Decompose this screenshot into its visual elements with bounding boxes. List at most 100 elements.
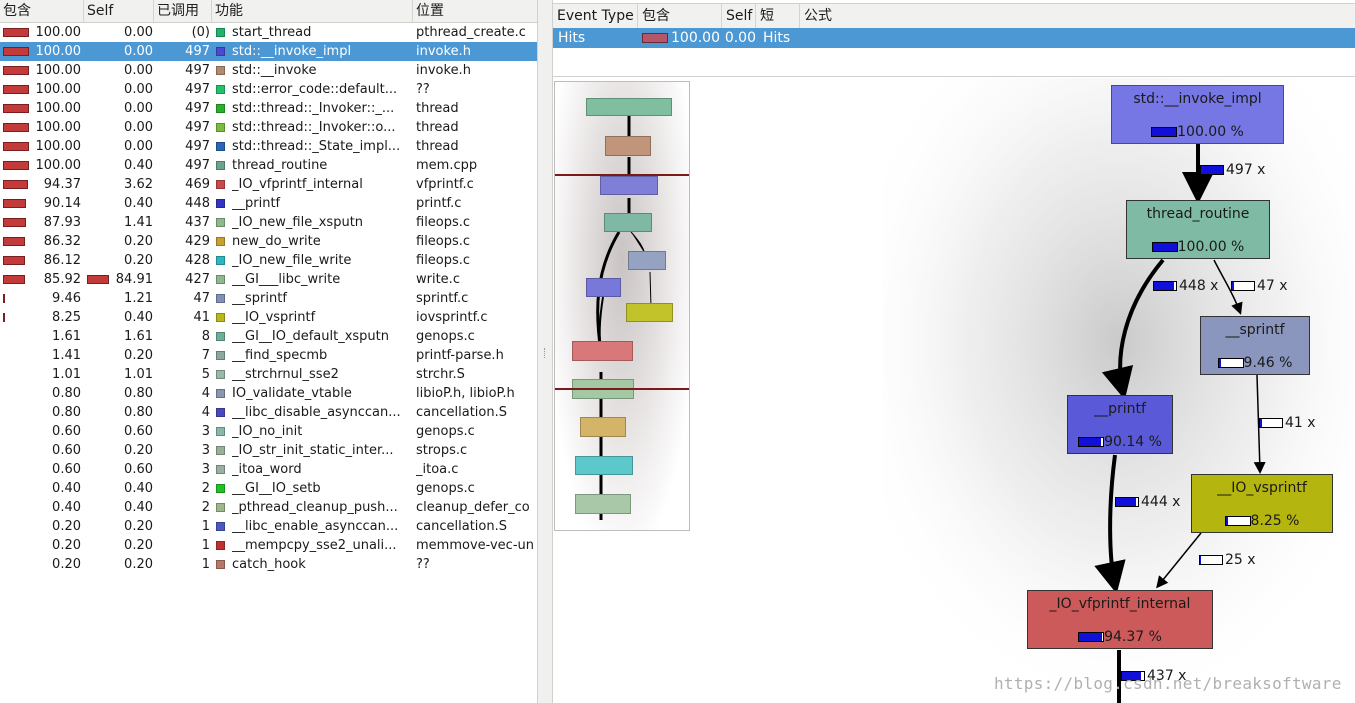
- edge-routine-to-printf: [1101, 258, 1165, 400]
- call-bar: [1259, 418, 1283, 428]
- function-color-swatch: [216, 522, 225, 531]
- inclusive-bar: [3, 256, 25, 265]
- function-location: cancellation.S: [416, 519, 507, 534]
- call-count: 2: [201, 481, 210, 496]
- col-self-header[interactable]: Self: [84, 0, 154, 22]
- node-thread-routine[interactable]: thread_routine 100.00 %: [1126, 200, 1270, 259]
- self-cost: 0.40: [124, 196, 153, 211]
- inclusive-cost: 1.01: [52, 367, 81, 382]
- edge-label-448[interactable]: 448 x: [1153, 279, 1218, 293]
- event-type: Hits: [558, 30, 586, 46]
- node-invoke-impl[interactable]: std::__invoke_impl 100.00 %: [1111, 85, 1284, 144]
- event-row-hits[interactable]: Hits 100.00 0.00 Hits: [553, 28, 1355, 48]
- event-type-header: Event Type 包含 Self 短 公式: [553, 3, 1355, 29]
- call-count: 497: [185, 139, 210, 154]
- function-color-swatch: [216, 503, 225, 512]
- node-cost: 100.00 %: [1112, 124, 1283, 140]
- function-location: invoke.h: [416, 63, 471, 78]
- edge-label-25[interactable]: 25 x: [1199, 553, 1256, 567]
- node-label: __printf: [1094, 401, 1146, 417]
- self-cost: 0.20: [124, 443, 153, 458]
- edge-label-497[interactable]: 497 x: [1200, 163, 1265, 177]
- function-name: __libc_disable_asynccan...: [232, 405, 401, 420]
- inclusive-cost: 100.00: [35, 139, 82, 154]
- function-location: ??: [416, 82, 430, 97]
- col-function-header[interactable]: 功能: [212, 0, 413, 22]
- minimap-viewport-top[interactable]: [555, 174, 689, 176]
- self-bar: [87, 275, 109, 284]
- self-cost: 0.20: [124, 557, 153, 572]
- function-color-swatch: [216, 104, 225, 113]
- edge-vsprintf-to-vfprintf: [1156, 532, 1202, 589]
- self-cost: 3.62: [124, 177, 153, 192]
- self-cost: 0.20: [124, 234, 153, 249]
- col-location-header[interactable]: 位置: [416, 3, 444, 19]
- node-cost: 90.14 %: [1068, 434, 1172, 450]
- minimap-node: [575, 456, 633, 475]
- edge-label-444[interactable]: 444 x: [1115, 495, 1180, 509]
- col-event-self-header[interactable]: Self: [722, 4, 756, 28]
- col-called-header[interactable]: 已调用: [154, 0, 212, 22]
- col-inclusive-header[interactable]: 包含: [0, 0, 84, 22]
- function-color-swatch: [216, 199, 225, 208]
- function-color-swatch: [216, 560, 225, 569]
- col-event-short-header[interactable]: 短: [756, 4, 800, 28]
- function-name: std::thread::_State_impl...: [232, 139, 401, 154]
- node-printf[interactable]: __printf 90.14 %: [1067, 395, 1173, 454]
- col-event-formula-header[interactable]: 公式: [804, 8, 832, 24]
- minimap-viewport-bottom[interactable]: [555, 388, 689, 390]
- graph-overview-minimap[interactable]: [554, 81, 690, 531]
- node-sprintf[interactable]: __sprintf 9.46 %: [1200, 316, 1310, 375]
- edge-label-47[interactable]: 47 x: [1231, 279, 1288, 293]
- function-color-swatch: [216, 351, 225, 360]
- call-count: 3: [201, 424, 210, 439]
- function-color-swatch: [216, 28, 225, 37]
- function-color-swatch: [216, 332, 225, 341]
- call-count: 1: [201, 557, 210, 572]
- panel-splitter[interactable]: [537, 0, 553, 703]
- call-graph-panel[interactable]: std::__invoke_impl 100.00 % thread_routi…: [553, 78, 1355, 703]
- edge-label-41[interactable]: 41 x: [1259, 416, 1316, 430]
- inclusive-cost: 0.20: [52, 538, 81, 553]
- minimap-node: [605, 136, 651, 156]
- node-io-vfprintf-internal[interactable]: _IO_vfprintf_internal 94.37 %: [1027, 590, 1213, 649]
- function-location: vfprintf.c: [416, 177, 474, 192]
- function-color-swatch: [216, 370, 225, 379]
- col-event-incl-header[interactable]: 包含: [638, 4, 722, 28]
- cost-bar: [1217, 358, 1244, 368]
- edge-label-437[interactable]: 437 x: [1121, 669, 1186, 683]
- node-io-vsprintf[interactable]: __IO_vsprintf 8.25 %: [1191, 474, 1333, 533]
- col-event-type-header[interactable]: Event Type: [553, 4, 638, 28]
- splitter-grip[interactable]: [544, 348, 547, 358]
